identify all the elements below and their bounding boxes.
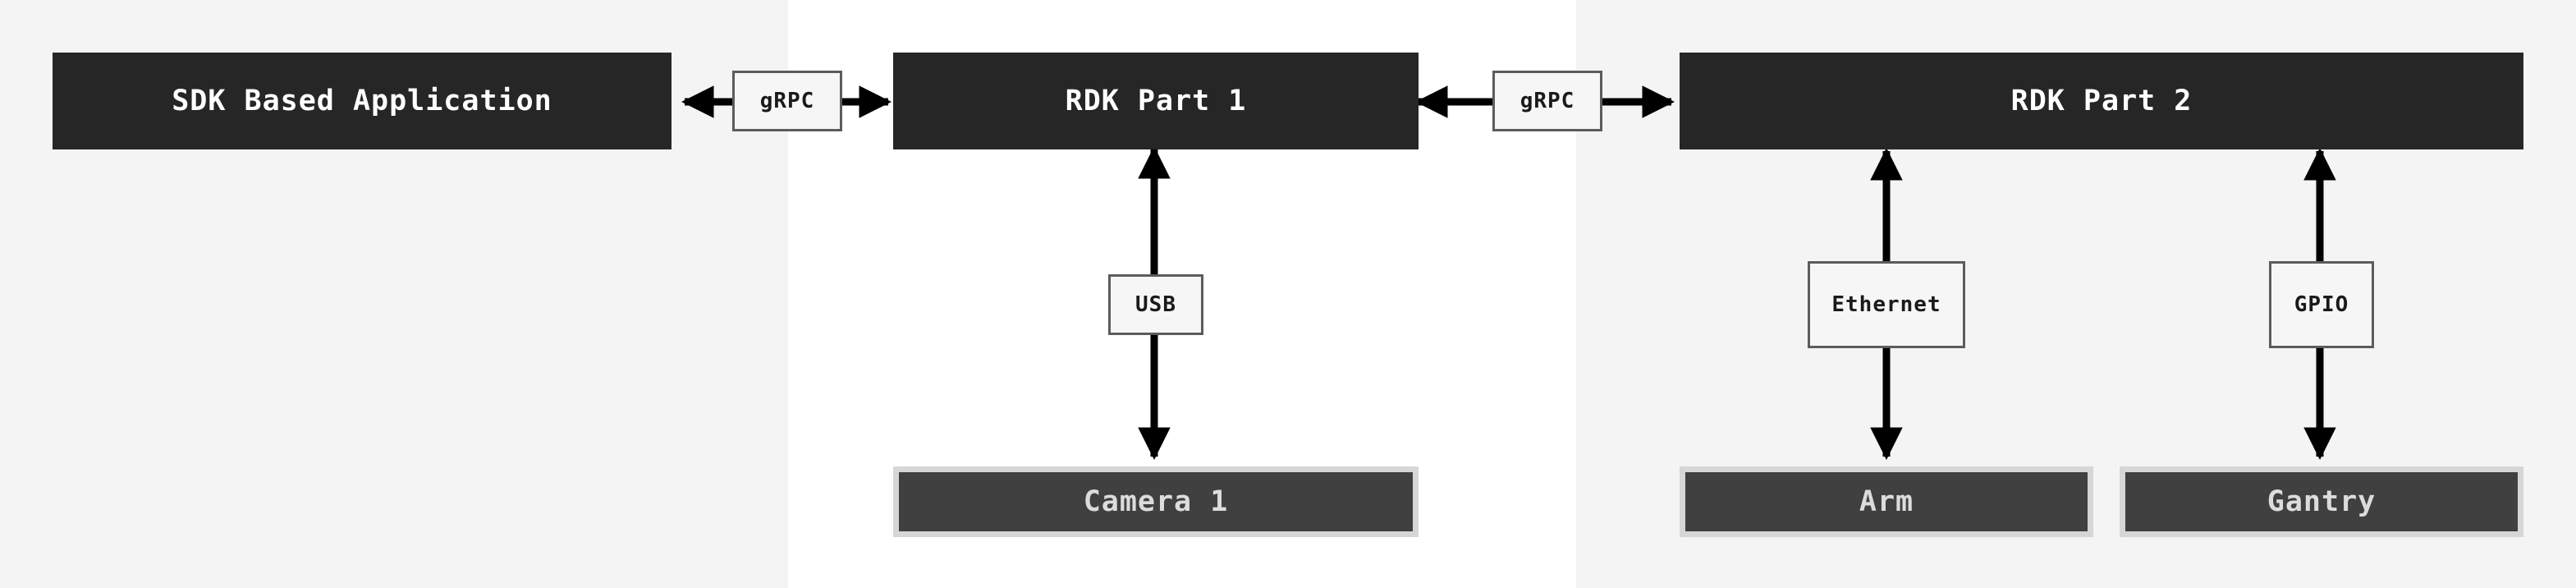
grpc-label-left: gRPC	[732, 71, 842, 131]
usb-label: USB	[1108, 274, 1203, 335]
gpio-label: GPIO	[2269, 261, 2374, 348]
arm-node: Arm	[1680, 466, 2093, 537]
camera-node: Camera 1	[893, 466, 1419, 537]
ethernet-label: Ethernet	[1808, 261, 1965, 348]
rdk-part-2-node: RDK Part 2	[1680, 53, 2523, 149]
sdk-application-node: SDK Based Application	[53, 53, 672, 149]
gantry-node: Gantry	[2120, 466, 2523, 537]
grpc-label-right: gRPC	[1492, 71, 1602, 131]
rdk-part-1-node: RDK Part 1	[893, 53, 1419, 149]
